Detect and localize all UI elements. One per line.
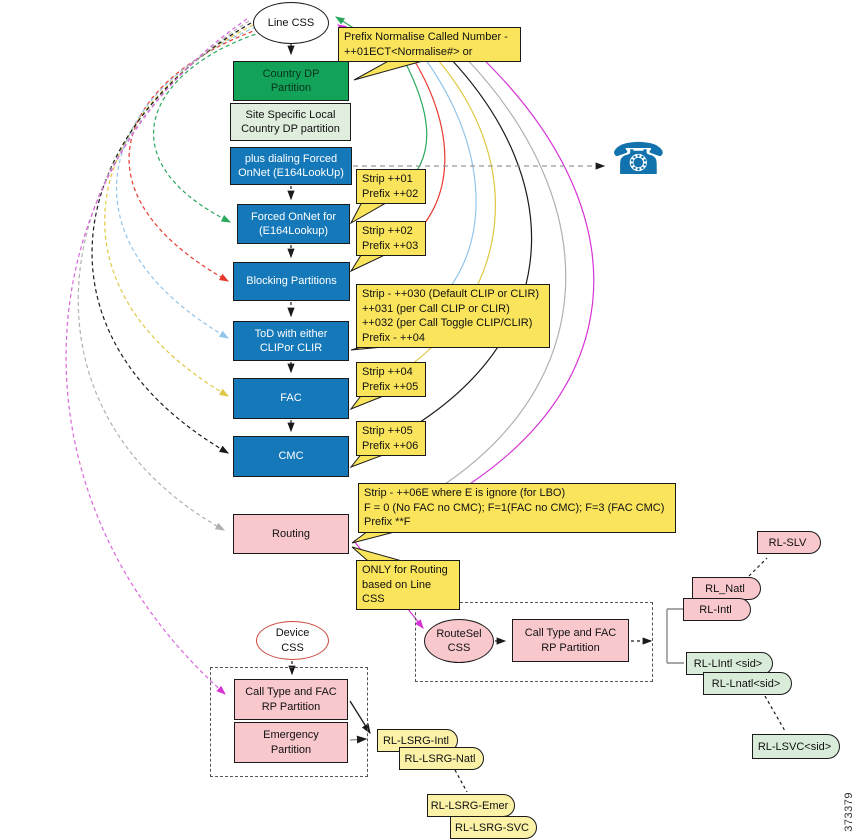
figure-number: 373379 (843, 792, 855, 832)
rl-lsvc-node: RL-LSVC<sid> (752, 734, 840, 759)
device-call-type-partition-node: Call Type and FAC RP Partition (234, 679, 348, 720)
rl-lintl-node: RL-LIntl <sid> (686, 652, 773, 675)
rl-lsrg-svc-node: RL-LSRG-SVC (450, 816, 537, 839)
routesel-css-node: RouteSel CSS (424, 619, 494, 663)
mid-call-type-partition-node: Call Type and FAC RP Partition (512, 619, 629, 662)
emergency-partition-node: Emergency Partition (234, 722, 348, 763)
rl-lnatl-node: RL-Lnatl<sid> (703, 672, 792, 695)
rl-slv-node: RL-SLV (757, 531, 821, 554)
line-css-node: Line CSS (253, 2, 329, 44)
rl-natl-node: RL_Natl (692, 577, 761, 600)
fac-node: FAC (233, 378, 349, 419)
rl-junction-bracket (666, 608, 684, 664)
callout-prefix-normalise: Prefix Normalise Called Number - ++01ECT… (338, 27, 521, 63)
tod-clip-clir-node: ToD with either CLIPor CLIR (233, 321, 349, 361)
callout-clip-clir: Strip - ++030 (Default CLIP or CLIR) ++0… (356, 284, 550, 349)
callout-strip-02: Strip ++02 Prefix ++03 (356, 221, 426, 257)
rl-intl-node: RL-Intl (683, 598, 751, 621)
routesel-group (415, 602, 653, 682)
callout-only-routing: ONLY for Routing based on Line CSS (356, 560, 460, 610)
rl-lsrg-natl-node: RL-LSRG-Natl (399, 747, 484, 770)
callout-strip-04: Strip ++04 Prefix ++05 (356, 362, 426, 398)
rl-lsrg-intl-node: RL-LSRG-Intl (377, 729, 458, 752)
callout-lbo: Strip - ++06E where E is ignore (for LBO… (358, 483, 676, 533)
forced-onnet-node: Forced OnNet for (E164Lookup) (237, 204, 350, 244)
routing-node: Routing (233, 514, 349, 554)
cmc-node: CMC (233, 436, 349, 477)
left-fan-dashed-arcs (65, 18, 263, 695)
site-specific-partition-node: Site Specific Local Country DP partition (230, 103, 351, 141)
callout-strip-05: Strip ++05 Prefix ++06 (356, 421, 426, 457)
country-dp-partition-node: Country DP Partition (233, 61, 349, 101)
device-css-node: Device CSS (256, 621, 329, 660)
lsrg-arrows (349, 700, 371, 744)
callout-strip-01: Strip ++01 Prefix ++02 (356, 169, 426, 205)
phone-icon: ☎ (611, 135, 666, 184)
plus-dialing-onnet-node: plus dialing Forced OnNet (E164LookUp) (230, 147, 352, 185)
rl-lsrg-emer-node: RL-LSRG-Emer (427, 794, 515, 817)
blocking-partitions-node: Blocking Partitions (233, 262, 350, 301)
stage-arrows (287, 44, 786, 793)
